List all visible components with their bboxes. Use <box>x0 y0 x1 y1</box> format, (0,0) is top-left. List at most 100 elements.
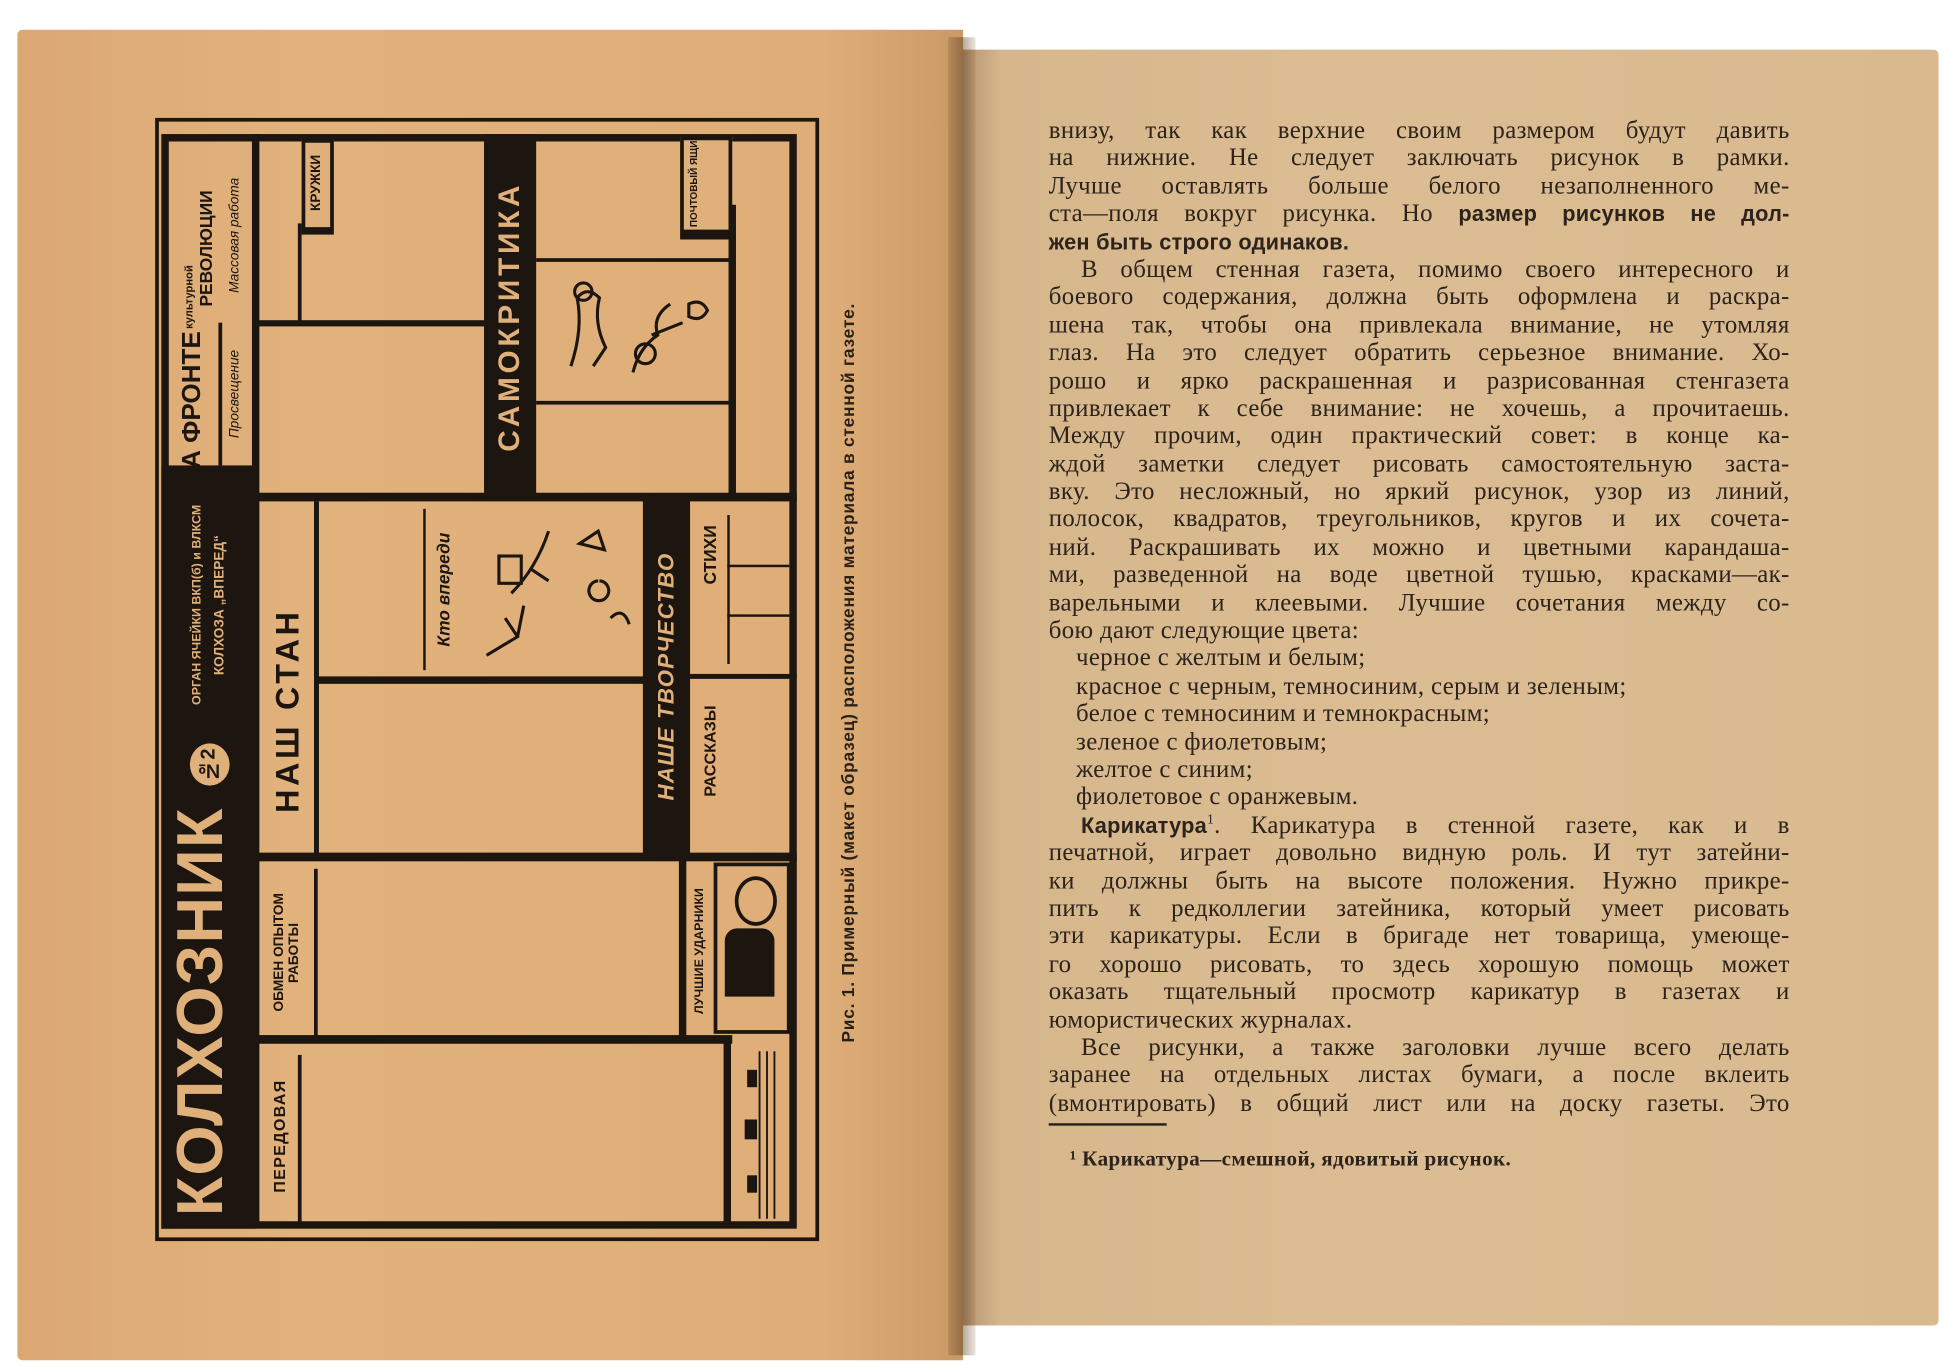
divider <box>727 614 790 617</box>
divider <box>727 564 790 568</box>
front-subtitle-2: РЕВОЛЮЦИИ <box>196 190 216 307</box>
portrait-image <box>734 876 777 926</box>
stories-label: РАССКАЗЫ <box>700 705 720 797</box>
text-segment: Между прочим, один практический совет: в… <box>1048 422 1790 450</box>
text-segment: на нижние. Не следует заключать рисунок … <box>1048 144 1790 172</box>
text-segment: бою дают следующие цвета: <box>1048 616 1359 645</box>
text-segment: ний. Раскрашивать их можно и цветными ка… <box>1048 533 1790 561</box>
masthead-edge-line <box>251 134 260 1227</box>
text-line: ста—поля вокруг рисунка. Но размер рисун… <box>1049 200 1790 228</box>
text-segment: варельными и клеевыми. Лучшие сочетания … <box>1048 589 1790 617</box>
text-line: привлекает к себе внимание: не хочешь, а… <box>1049 395 1790 423</box>
text-line: В общем стенная газета, помимо своего ин… <box>1049 256 1790 284</box>
cartoon-drawing <box>569 281 710 373</box>
text-segment: го хорошо рисовать, то здесь хорошую пом… <box>1048 950 1790 978</box>
text-line: Лучше оставлять больше белого незаполнен… <box>1049 172 1790 200</box>
paragraph: Все рисунки, а также заголовки лучше все… <box>1049 1034 1790 1117</box>
text-line: бою дают следующие цвета: <box>1049 617 1790 645</box>
divider <box>423 508 426 671</box>
text-line: рошо и ярко раскрашенная и разрисованная… <box>1049 367 1790 395</box>
front-subtitle-1: культурной <box>182 264 195 329</box>
clubs-label: КРУЖКИ <box>309 154 324 211</box>
masthead-subtitle-1: ОРГАН ЯЧЕЙКИ ВКП(б) и ВЛКСМ <box>190 504 205 706</box>
text-segment: белое с темносиним и темнокрасным; <box>1076 700 1491 728</box>
text-line: юмористических журналах. <box>1049 1006 1790 1034</box>
text-line: оказать тщательный просмотр карикатур в … <box>1049 978 1790 1006</box>
poems-label: СТИХИ <box>699 525 720 586</box>
our-creativity-label: НАШЕ ТВОРЧЕСТВО <box>653 552 679 801</box>
figure-caption: Рис. 1. Примерный (макет образец) распол… <box>837 303 858 1044</box>
color-combination-list: черное с желтым и белым;красное с черным… <box>1049 645 1790 812</box>
text-line: внизу, так как верхние своим размером бу… <box>1049 117 1790 145</box>
our-creativity-bar <box>642 496 691 859</box>
bold-text: жен быть строго одинаков. <box>1048 229 1350 254</box>
divider <box>297 223 302 323</box>
text-line: глаз. На это следует обратить серьезное … <box>1049 339 1790 367</box>
text-segment: внизу, так как верхние своим размером бу… <box>1048 116 1790 144</box>
text-line: пить к редколлегии затейника, который ум… <box>1049 895 1790 923</box>
text-segment: Все рисунки, а также заголовки лучше все… <box>1080 1033 1790 1062</box>
book-spine <box>948 37 976 1356</box>
text-line: го хорошо рисовать, то здесь хорошую пом… <box>1049 950 1790 978</box>
text-line: на нижние. Не следует заключать рисунок … <box>1049 144 1790 172</box>
text-line: полосок, квадратов, треугольников, круго… <box>1049 506 1790 534</box>
divider <box>316 676 646 684</box>
divider <box>728 204 736 497</box>
text-line: ний. Раскрашивать их можно и цветными ка… <box>1049 533 1790 561</box>
text-segment: шена так, чтобы она привлекала внимание,… <box>1048 311 1790 339</box>
mass-work-label: Массовая работа <box>227 178 243 294</box>
divider <box>723 1036 732 1227</box>
landscape-drawing <box>744 1051 776 1219</box>
text-line: печатной, играет довольно видную роль. И… <box>1049 839 1790 867</box>
text-segment: глаз. На это следует обратить серьезное … <box>1048 338 1790 367</box>
text-line: варельными и клеевыми. Лучшие сочетания … <box>1049 589 1790 617</box>
bold-text: Карикатура <box>1080 812 1207 838</box>
right-page <box>961 49 1939 1326</box>
text-segment: желтое с синим; <box>1076 755 1254 784</box>
divider <box>313 501 319 857</box>
divider <box>297 1054 302 1223</box>
text-segment: ки должны быть на высоте положения. Нужн… <box>1048 866 1790 895</box>
front-title: НА ФРОНТЕ <box>177 331 207 488</box>
who-ahead-label: Кто впереди <box>433 532 454 647</box>
text-segment: В общем стенная газета, помимо своего ин… <box>1080 255 1790 283</box>
list-item: черное с желтым и белым; <box>1049 645 1790 673</box>
masthead-block <box>161 465 256 1229</box>
text-line: шена так, чтобы она привлекала внимание,… <box>1049 311 1790 339</box>
text-segment: ста—поля вокруг рисунка. Но <box>1048 200 1459 228</box>
text-segment: юмористических журналах. <box>1048 1005 1353 1034</box>
text-line: Карикатура1. Карикатура в стенной газете… <box>1049 811 1790 839</box>
text-segment: зеленое с фиолетовым; <box>1076 728 1328 756</box>
text-segment: (вмонтировать) в общий лист или на доску… <box>1048 1089 1790 1117</box>
upper-divider-line <box>254 492 797 502</box>
our-camp-label: НАШ СТАН <box>268 608 306 813</box>
portrait-image <box>724 928 775 997</box>
diagram-outer-frame <box>155 117 820 1242</box>
text-segment: рошо и ярко раскрашенная и разрисованная… <box>1048 366 1790 395</box>
divider <box>313 868 318 1037</box>
text-segment: печатной, играет довольно видную роль. И… <box>1048 839 1790 867</box>
text-line: жен быть строго одинаков. <box>1049 228 1790 256</box>
text-line: заранее на отдельных листах бумаги, а по… <box>1049 1061 1790 1089</box>
text-line: боевого содержания, должна быть оформлен… <box>1049 283 1790 311</box>
bold-text: размер рисунков не дол- <box>1458 201 1790 227</box>
divider <box>218 322 223 466</box>
divider <box>536 400 733 405</box>
paragraph: В общем стенная газета, помимо своего ин… <box>1049 256 1790 645</box>
text-segment: полосок, квадратов, треугольников, круго… <box>1048 505 1790 534</box>
lower-divider-line <box>254 1035 733 1044</box>
text-segment: ми, разведенной на воде цветной тушью, к… <box>1048 561 1790 589</box>
text-line: ки должны быть на высоте положения. Нужн… <box>1049 867 1790 895</box>
footnote-rule <box>1048 1123 1167 1126</box>
paragraph: внизу, так как верхние своим размером бу… <box>1049 117 1790 256</box>
text-segment: заранее на отдельных листах бумаги, а по… <box>1048 1061 1790 1089</box>
masthead-issue: №2 <box>186 739 234 790</box>
text-line: Между прочим, один практический совет: в… <box>1049 422 1790 450</box>
divider <box>690 673 797 679</box>
middle-divider-line <box>254 852 797 862</box>
divider <box>727 515 730 664</box>
paragraph: Карикатура1. Карикатура в стенной газете… <box>1049 811 1790 1033</box>
text-segment: Лучше оставлять больше белого незаполнен… <box>1048 172 1790 200</box>
self-criticism-bar <box>484 134 537 497</box>
list-item: зеленое с фиолетовым; <box>1049 728 1790 756</box>
